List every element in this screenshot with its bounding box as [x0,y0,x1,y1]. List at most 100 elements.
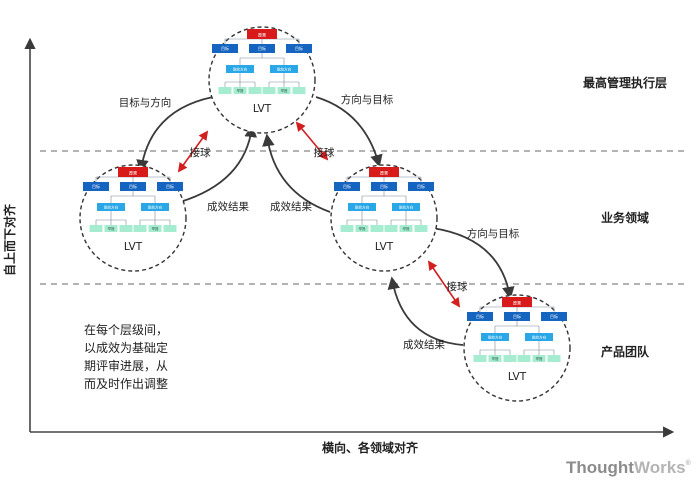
bet-label: 举措 [108,226,115,231]
direction-label: 能效方向 [355,205,370,210]
catch-arrow [295,121,329,161]
vision-label: 愿景 [258,33,266,39]
vision-box [118,167,148,177]
goal-box [157,182,183,191]
vision-label: 愿景 [380,171,388,177]
goal-label: 目标 [258,45,266,51]
vision-label: 愿景 [513,301,521,307]
goal-label: 目标 [129,183,137,189]
layer-label-business: 业务领域 [601,210,649,225]
lvt-circle [79,164,187,272]
direction-label: 能效方向 [104,205,119,210]
bet-box [89,225,103,232]
flow-label: 成效结果 [207,200,249,213]
direction-label: 能效方向 [488,335,503,340]
flow-label: 成效结果 [403,338,445,351]
bet-box [414,225,428,232]
catch-arrow [177,130,209,173]
bet-label: 举措 [281,88,288,93]
lvt-nodes: 愿景目标目标目标能效方向能效方向举措举措LVT愿景目标目标目标能效方向能效方向举… [79,26,571,402]
direction-label: 能效方向 [532,335,547,340]
bet-box [233,87,247,94]
lvt-label: LVT [124,241,143,253]
goal-box [504,312,530,321]
flow-arrow-result [387,276,464,346]
direction-box [348,203,376,211]
bet-label: 举措 [237,88,244,93]
horizontal-axis-label: 横向、各领域对齐 [322,440,419,455]
bet-box [340,225,354,232]
bet-box [292,87,306,94]
direction-box [481,333,509,341]
direction-box [525,333,553,341]
bet-box [532,355,546,362]
bet-box [133,225,147,232]
direction-label: 能效方向 [148,205,163,210]
svg-text:ThoughtWorks®: ThoughtWorks® [566,458,692,477]
bet-box [262,87,276,94]
vision-box [369,167,399,177]
direction-box [141,203,169,211]
logo-part: Works [634,458,686,477]
bet-box [248,87,262,94]
layer-label-executive: 最高管理执行层 [583,75,667,90]
goal-box [212,44,238,53]
bet-label: 举措 [152,226,159,231]
goal-box [83,182,109,191]
goal-box [249,44,275,53]
note-line: 期评审进展，从 [84,358,168,373]
catch-arrow [427,260,461,308]
bet-box [148,225,162,232]
bet-label: 举措 [359,226,366,231]
bet-label: 举措 [403,226,410,231]
goal-label: 目标 [166,183,174,189]
goal-label: 目标 [295,45,303,51]
flow-label: 接球 [447,280,468,293]
goal-label: 目标 [221,45,229,51]
goal-box [408,182,434,191]
flow-label: 方向与目标 [341,93,394,106]
vision-box [247,29,277,39]
flow-label: 成效结果 [270,200,312,213]
flow-arrow-direction-goal [315,96,383,168]
logo-mark: ® [686,459,692,467]
direction-box [392,203,420,211]
logo-part: Thought [566,458,634,477]
bet-box [399,225,413,232]
bet-box [277,87,291,94]
direction-label: 能效方向 [399,205,414,210]
lvt-node: 愿景目标目标目标能效方向能效方向举措举措LVT [208,26,316,134]
bet-label: 举措 [492,356,499,361]
note-line: 在每个层级间， [84,322,168,337]
bet-box [104,225,118,232]
lvt-node: 愿景目标目标目标能效方向能效方向举措举措LVT [79,164,187,272]
goal-label: 目标 [476,313,484,319]
note-line: 而及时作出调整 [84,376,168,391]
bet-box [163,225,177,232]
flow-label: 目标与方向 [119,96,172,109]
direction-box [270,65,298,73]
note-line: 以成效为基础定 [84,340,168,355]
bet-box [488,355,502,362]
lvt-node: 愿景目标目标目标能效方向能效方向举措举措LVT [463,294,571,402]
flow-arrow-goal-direction [136,96,214,173]
lvt-node: 愿景目标目标目标能效方向能效方向举措举措LVT [330,164,438,272]
goal-box [541,312,567,321]
goal-label: 目标 [343,183,351,189]
direction-label: 能效方向 [233,67,248,72]
goal-label: 目标 [417,183,425,189]
goal-box [120,182,146,191]
bet-box [218,87,232,94]
lvt-circle [463,294,571,402]
goal-box [334,182,360,191]
flow-arrow-result [262,133,331,213]
flow-label: 接球 [314,146,335,159]
bet-label: 举措 [536,356,543,361]
bet-box [370,225,384,232]
thoughtworks-logo: ThoughtWorks® [566,458,692,477]
vision-label: 愿景 [129,171,137,177]
goal-label: 目标 [513,313,521,319]
bet-box [503,355,517,362]
bet-box [384,225,398,232]
bet-box [473,355,487,362]
